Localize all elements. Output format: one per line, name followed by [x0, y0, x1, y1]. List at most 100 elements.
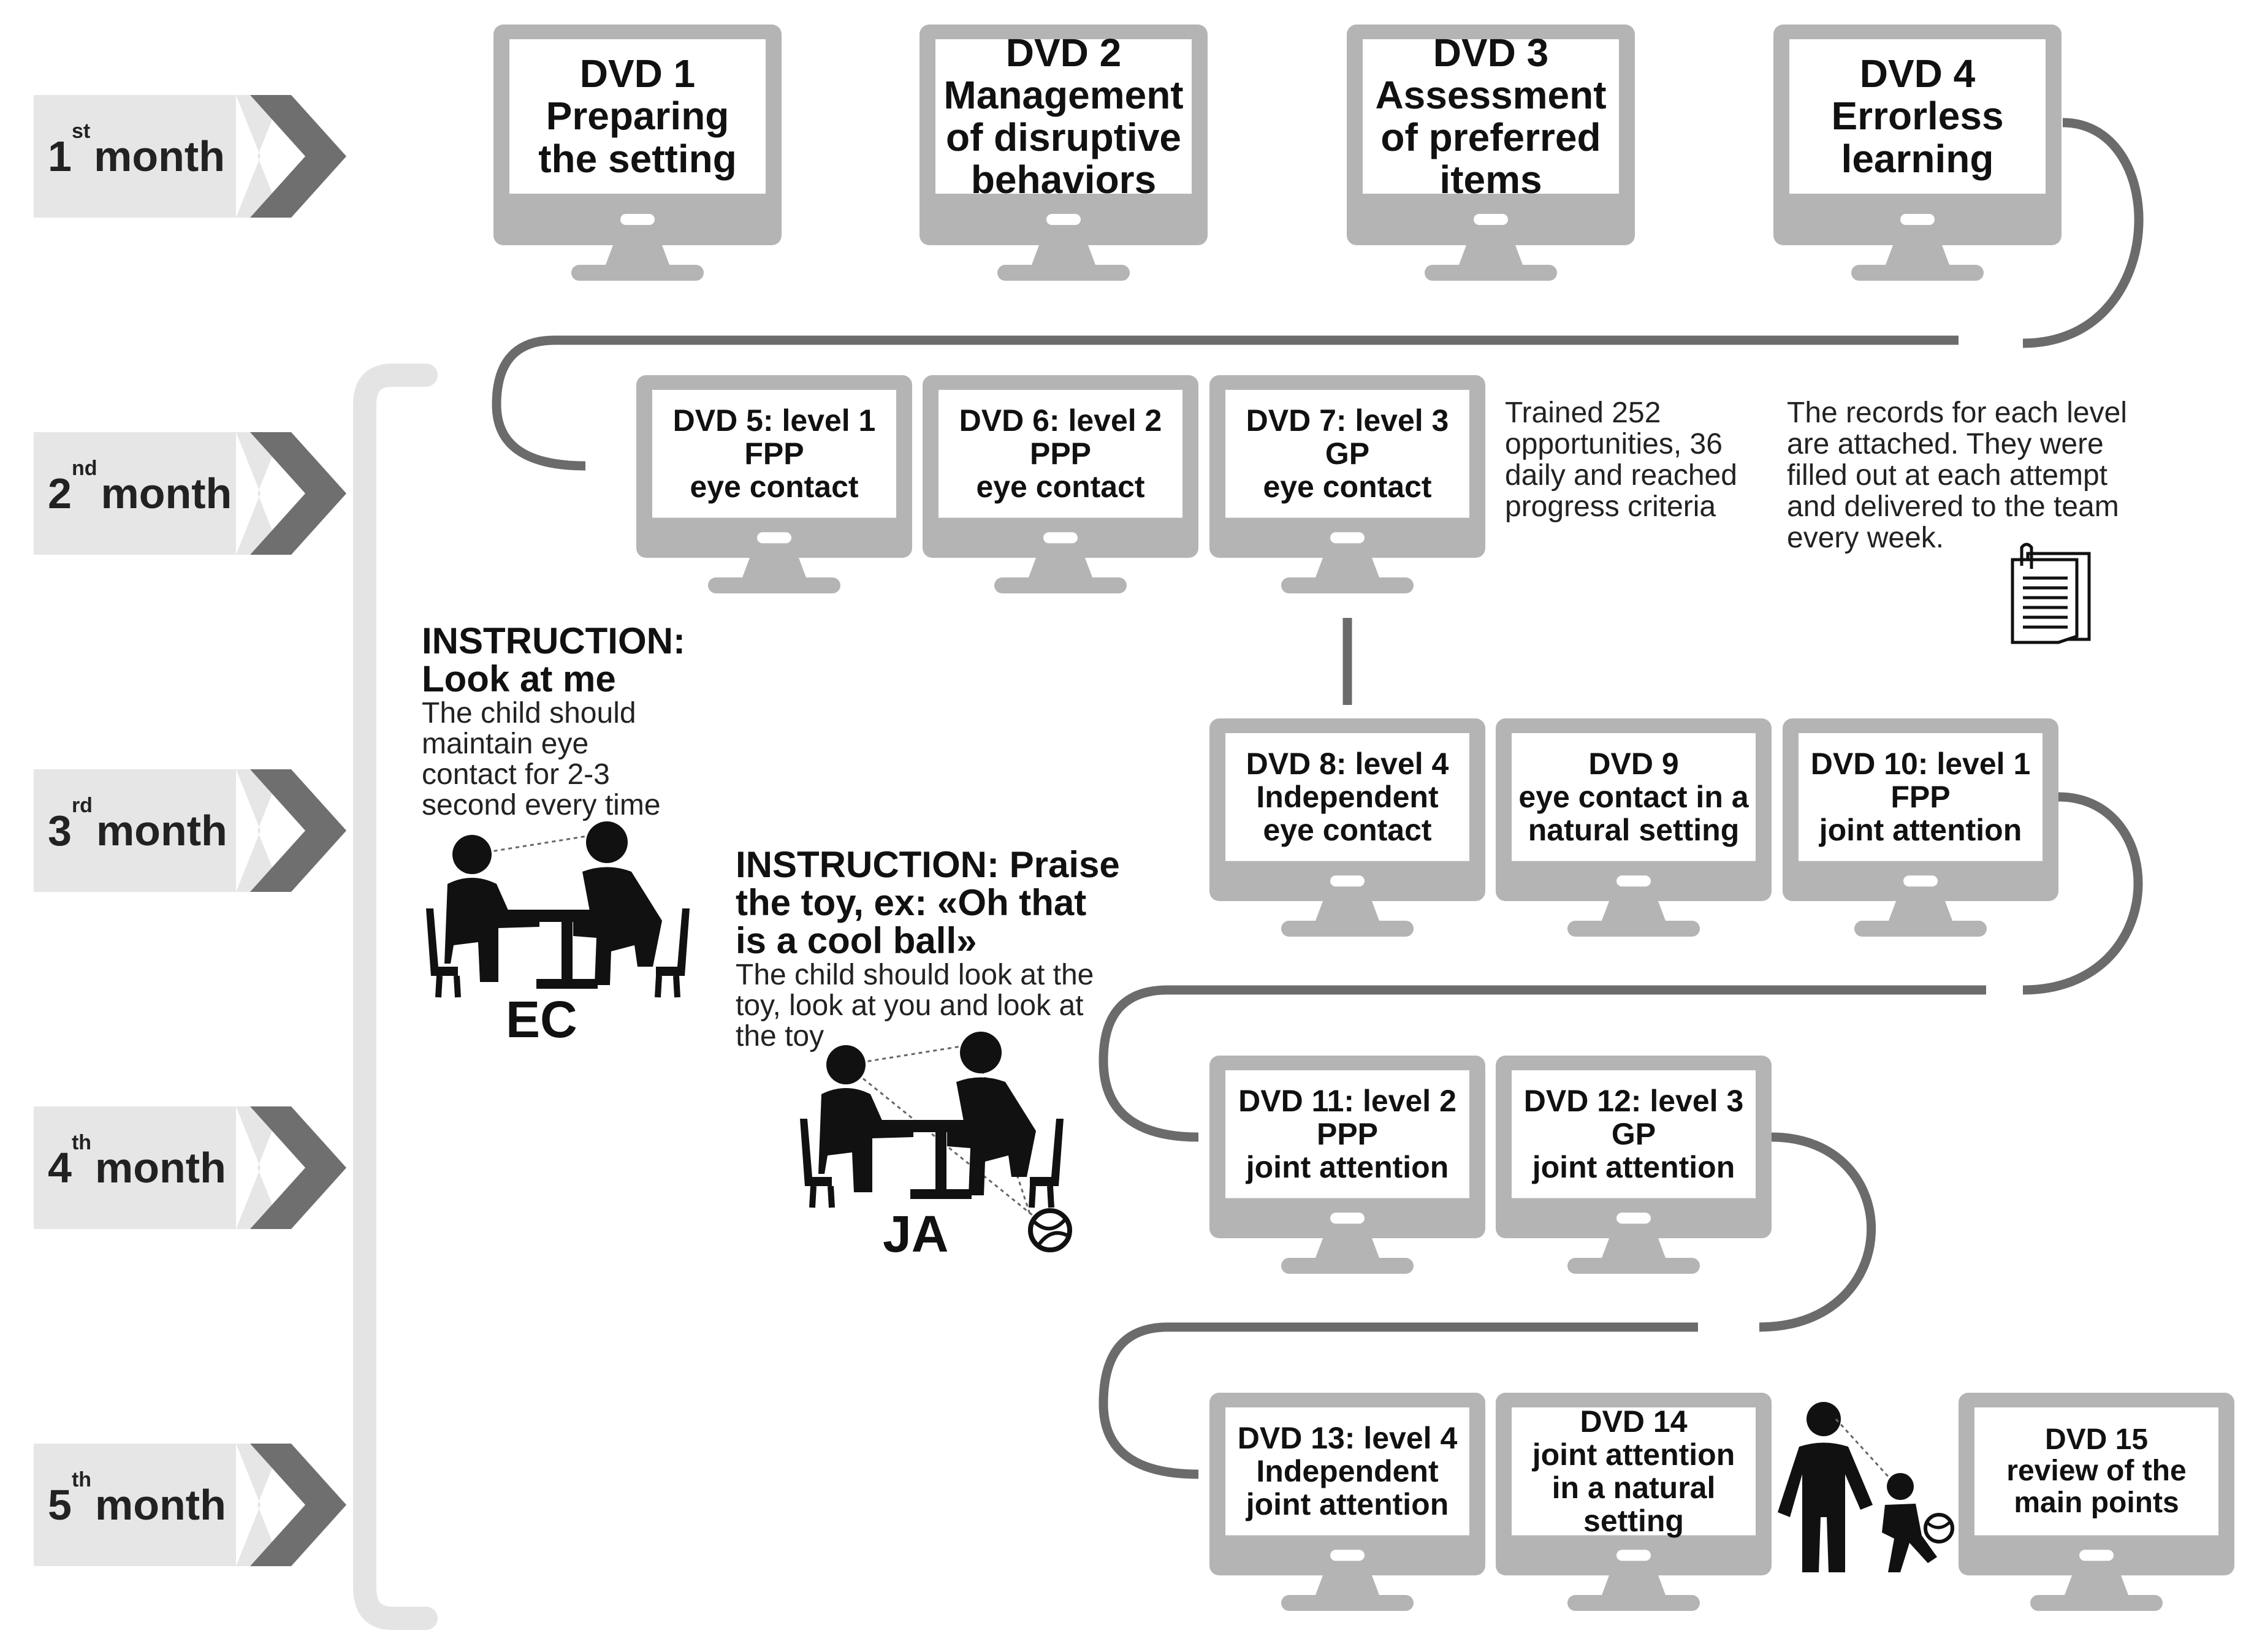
dvd-description-line: GP [1611, 1117, 1656, 1152]
monitor-button-icon [1616, 1550, 1651, 1561]
two-people-at-table-with-ball-icon [800, 1032, 1072, 1252]
dvd-description-line: GP [1325, 436, 1370, 471]
chair-left-legs [809, 1186, 835, 1208]
dvd-title: DVD 14 [1580, 1404, 1688, 1439]
dvd-description-line: FPP [744, 436, 804, 471]
dvd-monitor-6 [923, 375, 1198, 593]
dvd-description-line: in a natural [1552, 1471, 1716, 1505]
monitor-screen [509, 39, 766, 194]
chair-left [426, 908, 458, 976]
dvd-description-line: eye contact [976, 470, 1145, 504]
table-foot [910, 1189, 972, 1199]
monitor-button-icon [1903, 875, 1938, 887]
chair-right-legs [655, 975, 680, 998]
ja-instruction-heading: the toy, ex: «Oh that [736, 882, 1087, 923]
gaze-line [1835, 1418, 1898, 1488]
monitor-screen [1512, 1070, 1756, 1198]
gaze-line [471, 834, 595, 856]
month-label: 4thmonth [48, 1132, 250, 1192]
dvd-monitor-5 [636, 375, 912, 593]
month-number: 4 [48, 1144, 72, 1192]
monitor-neck [1315, 558, 1379, 577]
dvd-monitor-8 [1209, 718, 1485, 937]
dvd-description-line: the setting [538, 136, 737, 181]
monitor-stand [1851, 265, 1984, 281]
adult-head [960, 1032, 1002, 1073]
training-note-line: Trained 252 [1505, 397, 1661, 429]
chair-right-legs [1029, 1186, 1054, 1208]
adult-head [586, 821, 628, 863]
monitor-button-icon [1474, 214, 1508, 225]
adult-body [1778, 1442, 1873, 1572]
dvd-monitor-13 [1209, 1393, 1485, 1611]
flow-arrow [1759, 1132, 1876, 1332]
training-note-line: progress criteria [1505, 490, 1716, 523]
monitor-button-icon [1330, 1550, 1365, 1561]
monitor-stand [2030, 1595, 2163, 1611]
dvd-description-line: items [1439, 158, 1542, 202]
chair-right [656, 908, 690, 976]
monitor-screen [1225, 1070, 1469, 1198]
monitor-button-icon [1330, 532, 1365, 544]
month-band-tail [236, 1444, 282, 1566]
two-people-at-table-icon [426, 821, 690, 998]
monitor-button-icon [1043, 532, 1078, 544]
ec-instruction-text: contact for 2-3 [422, 758, 610, 791]
month-band-tail [236, 95, 282, 218]
month-band [34, 432, 236, 555]
month-band [34, 95, 236, 218]
monitor-screen [1225, 733, 1469, 861]
monitor-neck [2065, 1575, 2128, 1595]
monitor-screen [1512, 1407, 1756, 1536]
monitor-screen [935, 39, 1192, 194]
month-band-tail [236, 769, 282, 892]
flow-arrow [1098, 1322, 1698, 1479]
ec-label: EC [506, 991, 577, 1048]
dvd-description-line: learning [1841, 136, 1994, 181]
monitor-neck [606, 245, 669, 265]
dvd-title: DVD 4 [1859, 51, 1976, 96]
monitor-button-icon [1046, 214, 1081, 225]
monitor-neck [1602, 1575, 1666, 1595]
dvd-description-line: natural setting [1528, 813, 1740, 848]
month-chevron-icon [250, 1106, 346, 1229]
records-note-line: are attached. They were [1787, 428, 2104, 460]
dvd-monitor-7 [1209, 375, 1485, 593]
ec-instruction-text: second every time [422, 789, 661, 821]
month-band [34, 769, 236, 892]
monitor-screen [652, 390, 896, 518]
ec-instruction-heading: Look at me [422, 658, 616, 699]
monitor-button-icon [1330, 875, 1365, 887]
month-band [34, 1444, 236, 1566]
monitor-screen [1974, 1407, 2218, 1536]
monitor-stand [571, 265, 704, 281]
gaze-line [845, 1044, 969, 1066]
dvd-title: DVD 5: level 1 [672, 403, 876, 438]
ec-instruction-heading: INSTRUCTION: [422, 620, 685, 661]
month-chevron-icon [250, 432, 346, 555]
monitor-neck [1032, 245, 1095, 265]
monitor-neck [1889, 901, 1952, 921]
month-band [34, 1106, 236, 1229]
dvd-title: DVD 7: level 3 [1246, 403, 1449, 438]
dvd-monitor-9 [1496, 718, 1772, 937]
monitor-neck [1602, 901, 1666, 921]
monitor-stand [708, 577, 840, 593]
monitor-button-icon [1616, 1212, 1651, 1224]
dvd-description-line: review of the [2006, 1455, 2187, 1488]
dvd-monitor-15 [1959, 1393, 2234, 1611]
dvd-title: DVD 1 [579, 51, 696, 96]
ja-label: JA [883, 1205, 949, 1263]
monitor-neck [1315, 901, 1379, 921]
month-word: month [101, 470, 232, 517]
month-word: month [94, 132, 225, 180]
month-band-tail [236, 432, 282, 555]
training-note-line: daily and reached [1505, 459, 1737, 492]
